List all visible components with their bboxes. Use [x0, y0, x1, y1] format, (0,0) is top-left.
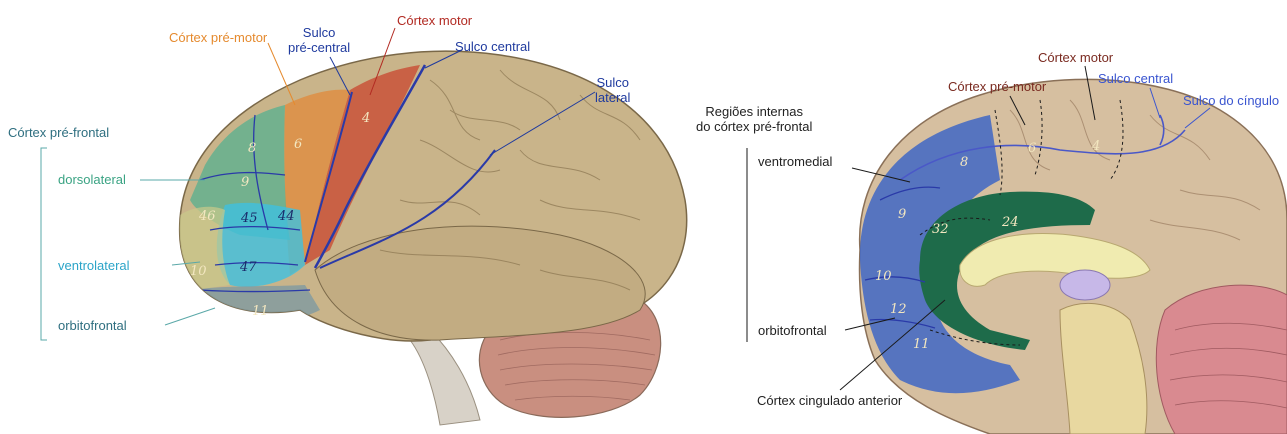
left-area-4: 4: [361, 111, 370, 126]
label-orbitofrontal-right: orbitofrontal: [758, 323, 827, 338]
right-area-9: 9: [898, 207, 906, 222]
right-area-4: 4: [1091, 139, 1100, 154]
label-cortex-cingulado-anterior: Córtex cingulado anterior: [757, 393, 902, 408]
left-brain: [180, 51, 687, 425]
right-cerebellum: [1156, 285, 1287, 434]
right-area-32: 32: [932, 222, 949, 237]
left-area-9: 9: [241, 175, 249, 190]
right-area-12: 12: [890, 302, 907, 317]
label-regioes-internas: Regiões internas do córtex pré-frontal: [696, 104, 812, 134]
right-area-10: 10: [875, 269, 892, 284]
left-area-45: 45: [240, 211, 258, 226]
left-area-46: 46: [198, 209, 216, 224]
label-cortex-motor-left: Córtex motor: [397, 13, 472, 28]
label-ventromedial: ventromedial: [758, 154, 832, 169]
left-area-6: 6: [294, 137, 302, 152]
left-area-11: 11: [252, 304, 269, 319]
label-ventrolateral: ventrolateral: [58, 258, 130, 273]
left-area-47: 47: [239, 260, 257, 275]
label-cortex-motor-right: Córtex motor: [1038, 50, 1113, 65]
right-area-11: 11: [913, 337, 930, 352]
right-area-24: 24: [1001, 215, 1019, 230]
left-area-10: 10: [190, 264, 207, 279]
left-brainstem: [410, 330, 480, 425]
label-cortex-pre-motor-right: Córtex pré-motor: [948, 79, 1046, 94]
label-cortex-pre-motor-left: Córtex pré-motor: [169, 30, 267, 45]
leader-orbitofrontal-left: [165, 308, 215, 325]
right-area-8: 8: [960, 155, 968, 170]
right-brain: [860, 79, 1287, 434]
thalamus: [1060, 270, 1110, 300]
label-sulco-central-right: Sulco central: [1098, 71, 1173, 86]
prefrontal-bracket: [41, 148, 47, 340]
left-area-44: 44: [277, 209, 295, 224]
label-cortex-pre-frontal: Córtex pré-frontal: [8, 125, 109, 140]
left-area-8: 8: [248, 141, 256, 156]
right-area-6: 6: [1028, 141, 1036, 156]
label-orbitofrontal-left: orbitofrontal: [58, 318, 127, 333]
label-sulco-lateral: Sulco lateral: [595, 75, 630, 105]
label-sulco-pre-central: Sulco pré-central: [288, 25, 350, 55]
label-sulco-central-left: Sulco central: [455, 39, 530, 54]
label-dorsolateral: dorsolateral: [58, 172, 126, 187]
label-sulco-cingulo: Sulco do cíngulo: [1183, 93, 1279, 108]
